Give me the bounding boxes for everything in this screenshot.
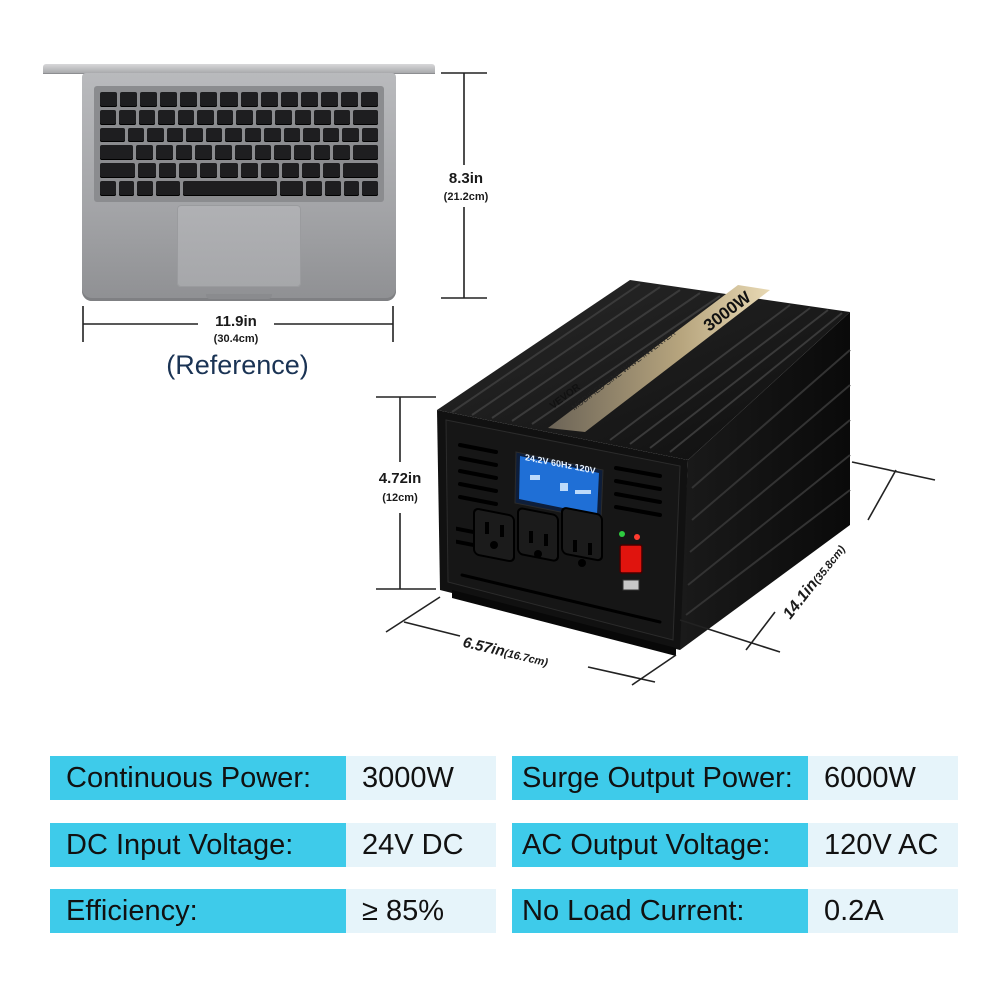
spec-label: Surge Output Power: xyxy=(512,756,808,800)
spec-value: 120V AC xyxy=(808,823,958,867)
reference-laptop xyxy=(40,64,440,304)
inverter-height-label: 4.72in xyxy=(378,470,422,487)
laptop-notch xyxy=(206,294,272,299)
spec-label: No Load Current: xyxy=(512,889,808,933)
laptop-dimension-lines xyxy=(82,72,487,342)
spec-value: 3000W xyxy=(346,756,496,800)
power-switch-icon xyxy=(619,544,643,574)
laptop-height-label: 8.3in xyxy=(448,170,484,187)
inverter-height-metric: (12cm) xyxy=(382,492,418,504)
spec-label: Efficiency: xyxy=(50,889,346,933)
reference-caption: (Reference) xyxy=(166,350,309,380)
spec-value: ≥ 85% xyxy=(346,889,496,933)
usb-port-icon xyxy=(622,579,640,591)
spec-value: 24V DC xyxy=(346,823,496,867)
green-led xyxy=(619,531,625,537)
laptop-width-metric: (30.4cm) xyxy=(213,333,259,345)
red-led xyxy=(634,534,640,540)
laptop-width-label: 11.9in xyxy=(215,313,257,330)
spec-label: Continuous Power: xyxy=(50,756,346,800)
laptop-height-metric: (21.2cm) xyxy=(443,191,489,203)
laptop-trackpad xyxy=(177,205,301,287)
inverter-image xyxy=(376,280,936,686)
laptop-keyboard xyxy=(94,86,384,202)
spec-value: 6000W xyxy=(808,756,958,800)
spec-label: AC Output Voltage: xyxy=(512,823,808,867)
spec-value: 0.2A xyxy=(808,889,958,933)
spec-label: DC Input Voltage: xyxy=(50,823,346,867)
